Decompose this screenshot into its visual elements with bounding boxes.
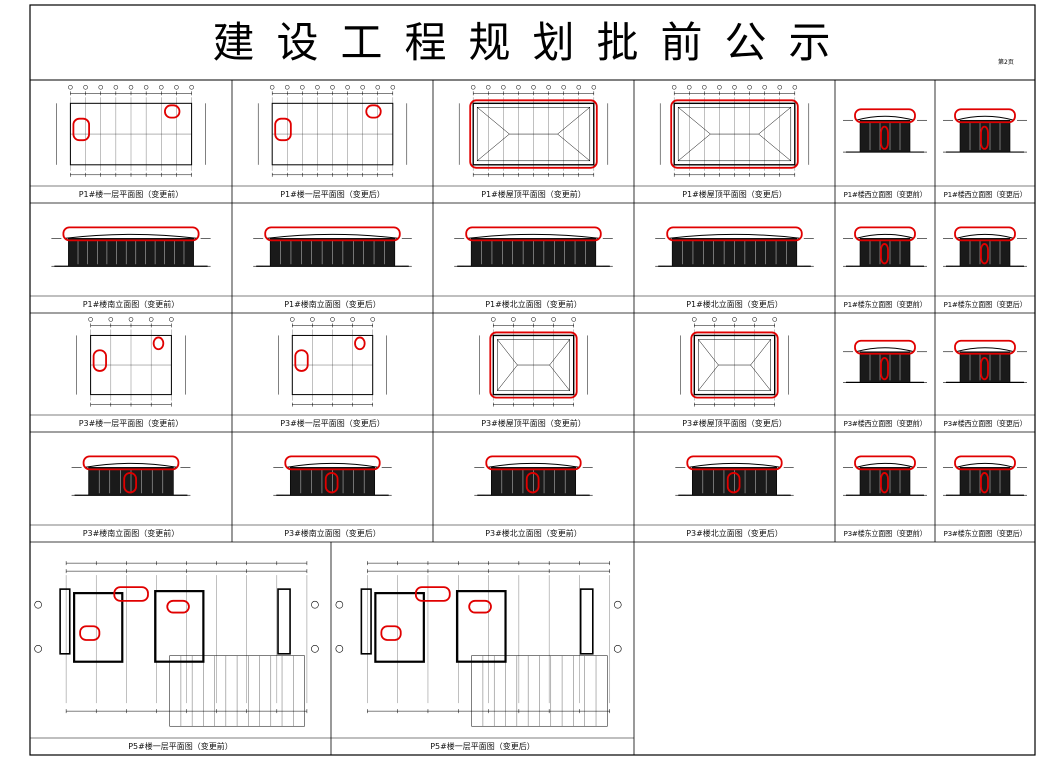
drawing-thumbnail [843, 108, 927, 153]
drawing-thumbnail [680, 317, 789, 407]
drawing-thumbnail [843, 226, 927, 267]
drawing-caption: P5#楼一层平面图（变更前） [128, 742, 233, 751]
drawing-caption: P1#楼西立面图（变更前） [843, 190, 927, 199]
drawing-cell-r2-c1: P1#楼南立面图（变更前） [30, 203, 232, 313]
drawing-cell-r4-c6: P3#楼东立面图（变更后） [935, 432, 1035, 542]
drawing-caption: P1#楼南立面图（变更前） [82, 300, 180, 309]
drawing-thumbnail [76, 317, 186, 407]
drawing-cell-r2-c4: P1#楼北立面图（变更后） [634, 203, 835, 313]
drawing-caption: P1#楼一层平面图（变更前） [78, 190, 184, 199]
drawing-caption: P3#楼一层平面图（变更后） [280, 419, 385, 428]
drawing-caption: P3#楼一层平面图（变更前） [78, 419, 184, 428]
drawing-thumbnail [943, 108, 1027, 153]
drawing-thumbnail [843, 339, 927, 383]
drawing-thumbnail [71, 455, 191, 496]
drawing-thumbnail [454, 226, 613, 267]
drawing-caption: P1#楼东立面图（变更后） [943, 300, 1027, 309]
drawing-thumbnail [335, 561, 622, 727]
drawing-caption: P3#楼屋顶平面图（变更后） [682, 419, 787, 428]
drawing-caption: P3#楼北立面图（变更前） [485, 529, 582, 538]
drawing-cell-r1-c6: P1#楼西立面图（变更后） [935, 80, 1035, 203]
drawing-cell-r1-c4: P1#楼屋顶平面图（变更后） [634, 80, 835, 203]
drawing-cell-r2-c6: P1#楼东立面图（变更后） [935, 203, 1035, 313]
drawing-caption: P1#楼北立面图（变更前） [485, 300, 582, 309]
drawing-cell-r1-c5: P1#楼西立面图（变更前） [835, 80, 935, 203]
drawing-thumbnail [659, 85, 810, 177]
drawing-cell-r2-c3: P1#楼北立面图（变更前） [433, 203, 634, 313]
drawing-thumbnail [253, 226, 412, 267]
drawing-thumbnail [56, 85, 206, 177]
drawing-cell-p5-2: P5#楼一层平面图（变更后） [331, 542, 634, 755]
page-title: 建设工程规划批前公示 [212, 18, 853, 67]
drawing-caption: P3#楼南立面图（变更后） [284, 529, 381, 538]
drawing-caption: P3#楼西立面图（变更后） [943, 419, 1027, 428]
drawing-thumbnail [943, 339, 1027, 383]
drawing-caption: P5#楼一层平面图（变更后） [430, 742, 535, 751]
drawing-caption: P1#楼一层平面图（变更后） [280, 190, 385, 199]
drawing-cell-r3-c2: P3#楼一层平面图（变更后） [232, 313, 433, 432]
drawing-thumbnail [675, 455, 794, 496]
drawing-caption: P3#楼东立面图（变更后） [943, 529, 1027, 538]
drawing-cell-r4-c4: P3#楼北立面图（变更后） [634, 432, 835, 542]
drawing-thumbnail [474, 455, 593, 496]
drawing-caption: P1#楼屋顶平面图（变更后） [682, 190, 787, 199]
drawing-caption: P1#楼南立面图（变更后） [284, 300, 381, 309]
drawing-thumbnail [273, 455, 392, 496]
drawing-cell-p5-1: P5#楼一层平面图（变更前） [30, 542, 331, 755]
drawing-thumbnail [278, 317, 387, 407]
drawing-thumbnail [479, 317, 588, 407]
drawing-cell-r1-c2: P1#楼一层平面图（变更后） [232, 80, 433, 203]
drawing-thumbnail [943, 226, 1027, 267]
drawing-caption: P3#楼北立面图（变更后） [686, 529, 783, 538]
drawing-caption: P1#楼屋顶平面图（变更前） [481, 190, 586, 199]
drawing-cell-r2-c5: P1#楼东立面图（变更前） [835, 203, 935, 313]
drawing-cell-r3-c6: P3#楼西立面图（变更后） [935, 313, 1035, 432]
drawing-cell-r1-c3: P1#楼屋顶平面图（变更前） [433, 80, 634, 203]
drawing-caption: P3#楼东立面图（变更前） [843, 529, 927, 538]
drawing-cell-r4-c1: P3#楼南立面图（变更前） [30, 432, 232, 542]
drawing-caption: P3#楼西立面图（变更前） [843, 419, 927, 428]
drawing-cell-r1-c1: P1#楼一层平面图（变更前） [30, 80, 232, 203]
drawing-thumbnail [51, 226, 211, 267]
drawing-cell-r4-c5: P3#楼东立面图（变更前） [835, 432, 935, 542]
drawing-thumbnail [655, 226, 814, 267]
drawing-cell-r3-c1: P3#楼一层平面图（变更前） [30, 313, 232, 432]
page-number: 第2页 [998, 59, 1014, 66]
drawing-cell-r3-c4: P3#楼屋顶平面图（变更后） [634, 313, 835, 432]
drawing-caption: P1#楼西立面图（变更后） [943, 190, 1027, 199]
drawing-thumbnail [943, 455, 1027, 496]
drawing-thumbnail [458, 85, 609, 177]
drawing-thumbnail [257, 85, 408, 177]
drawing-cell-r3-c5: P3#楼西立面图（变更前） [835, 313, 935, 432]
drawing-caption: P1#楼北立面图（变更后） [686, 300, 783, 309]
drawing-cell-r4-c2: P3#楼南立面图（变更后） [232, 432, 433, 542]
drawing-cell-r2-c2: P1#楼南立面图（变更后） [232, 203, 433, 313]
drawing-caption: P3#楼屋顶平面图（变更前） [481, 419, 586, 428]
drawing-caption: P1#楼东立面图（变更前） [843, 300, 927, 309]
drawing-caption: P3#楼南立面图（变更前） [82, 529, 180, 538]
drawing-thumbnail [34, 561, 319, 727]
drawing-cell-r4-c3: P3#楼北立面图（变更前） [433, 432, 634, 542]
drawing-cell-r3-c3: P3#楼屋顶平面图（变更前） [433, 313, 634, 432]
drawing-thumbnail [843, 455, 927, 496]
